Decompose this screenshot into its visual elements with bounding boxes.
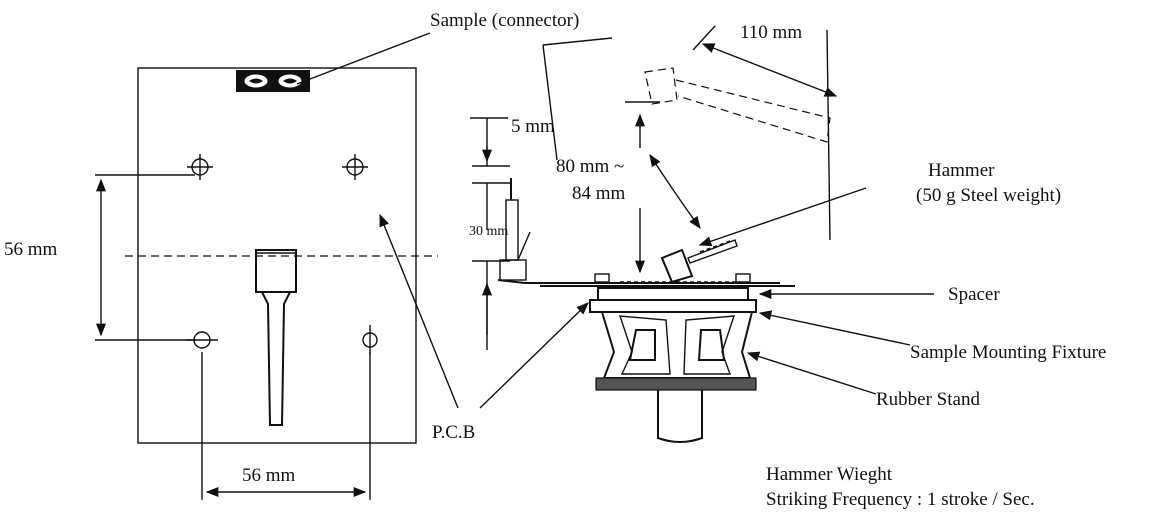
- dim-56-horizontal-label: 56 mm: [242, 465, 296, 486]
- spacer-label: Spacer: [948, 284, 1000, 305]
- dim-56-vertical-label: 56 mm: [4, 239, 58, 260]
- dim-5-label: 5 mm: [511, 116, 555, 137]
- fixture-label: Sample Mounting Fixture: [910, 342, 1106, 363]
- pcb-board-side: [497, 273, 795, 287]
- rubber-stand-label: Rubber Stand: [876, 389, 980, 410]
- hammer-label-1: Hammer: [928, 160, 995, 181]
- note-striking-frequency: Striking Frequency : 1 stroke / Sec.: [766, 489, 1035, 510]
- spacer: [597, 287, 749, 301]
- hammer-side: [660, 239, 738, 284]
- hammer-raised-dashed: [644, 67, 831, 143]
- hammer-top-view: [255, 249, 297, 426]
- dimension-56-horizontal: 56 mm: [201, 352, 371, 500]
- side-view: 5 mm 30 mm: [469, 22, 1106, 510]
- rubber-stand: [595, 377, 757, 391]
- sample-connector-top: [236, 70, 310, 92]
- sample-connector-side: [499, 178, 531, 281]
- dim-84-label: 84 mm: [572, 183, 626, 204]
- hammer-label-2: (50 g Steel weight): [916, 185, 1061, 206]
- dimension-110: 110 mm: [692, 22, 838, 241]
- sample-connector-label: Sample (connector): [430, 10, 579, 31]
- mount-holes: [186, 154, 378, 355]
- dim-110-label: 110 mm: [740, 22, 802, 43]
- dim-30-label: 30 mm: [469, 224, 508, 239]
- dimension-56-vertical: 56 mm: [4, 174, 195, 341]
- top-view: 56 mm 56 mm Sample (connector) P.C.B: [4, 10, 589, 500]
- note-hammer-weight: Hammer Wieght: [766, 464, 893, 485]
- dimension-80-84: 80 mm ~ 84 mm: [542, 37, 660, 274]
- pcb-label: P.C.B: [432, 422, 475, 443]
- swing-arrow: [649, 153, 701, 230]
- fixture-assembly: [589, 287, 757, 443]
- dim-80-label: 80 mm ~: [556, 156, 624, 177]
- dimension-5-30: 5 mm 30 mm: [469, 116, 555, 350]
